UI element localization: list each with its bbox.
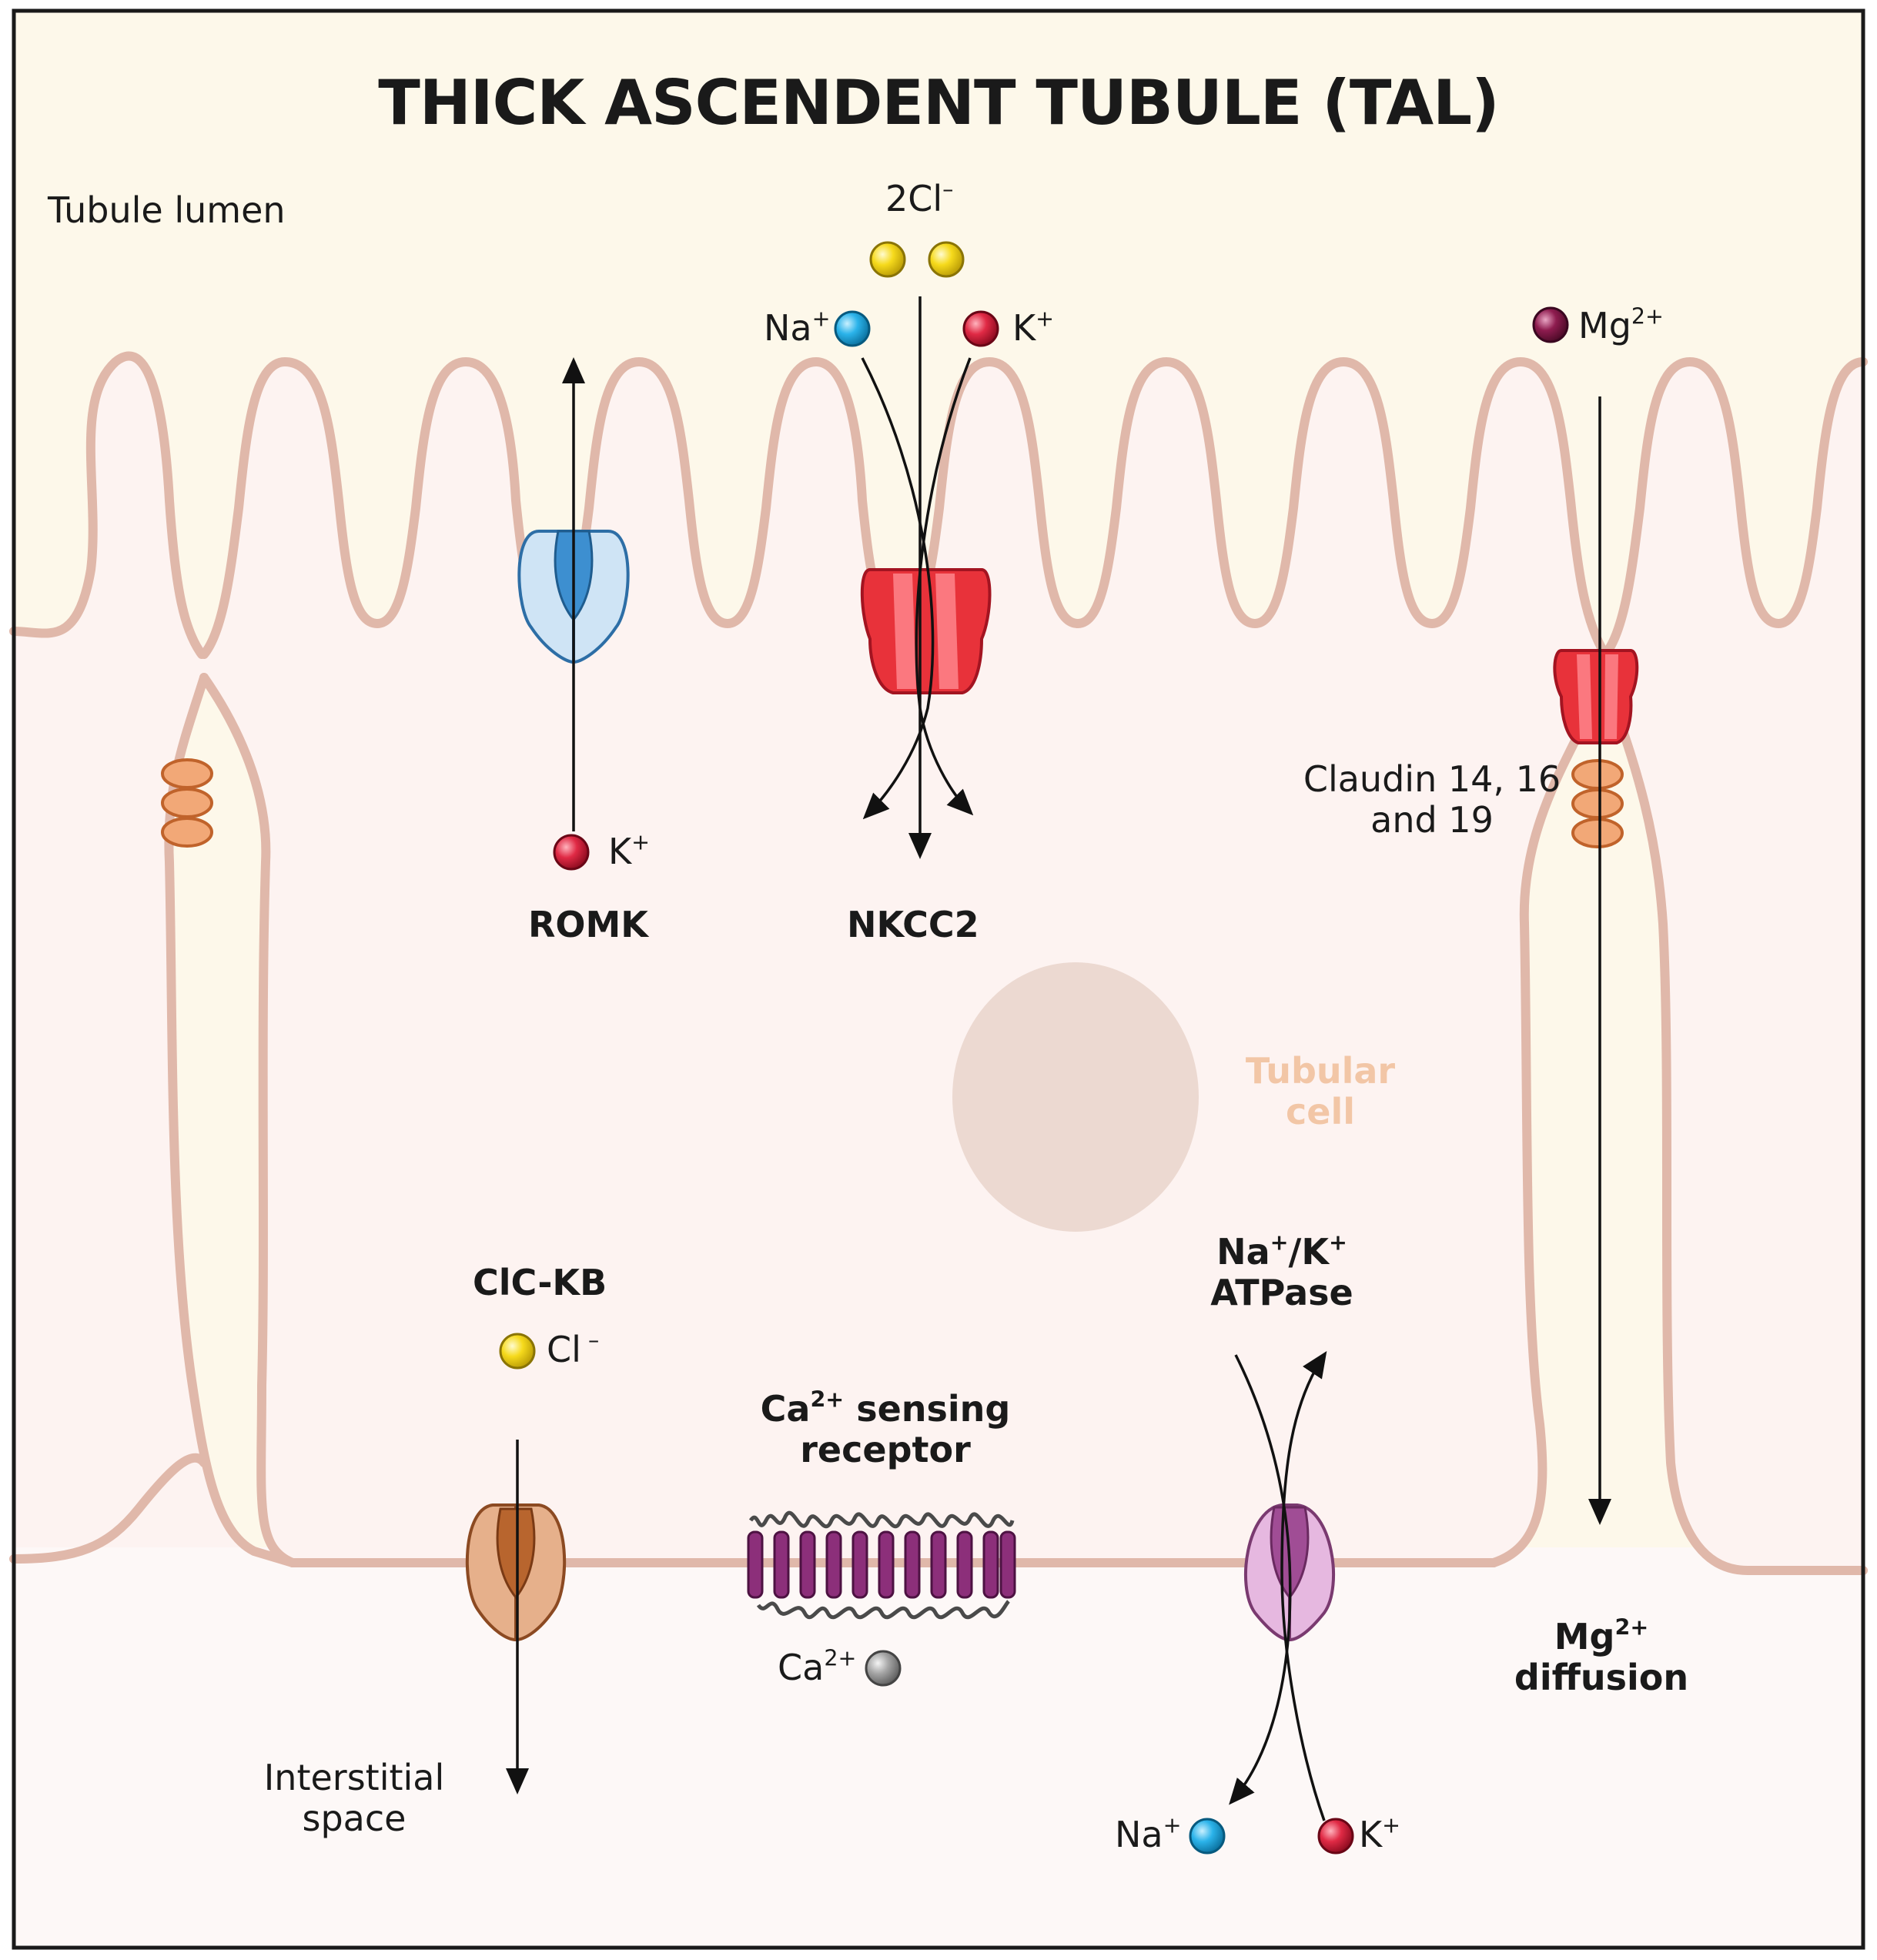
claudin-channel-icon: [1553, 649, 1639, 744]
interstitial-region: [14, 1547, 1863, 1946]
atpase-k-arrow: [1280, 1351, 1327, 1821]
claudin-junction-icon: [1571, 759, 1624, 848]
nucleus-icon: [952, 962, 1199, 1232]
tight-junction-icon: [161, 758, 213, 848]
mg-ion-icon: [1532, 306, 1569, 343]
tubular-cell-body-main: [204, 362, 1605, 1563]
k-ion-icon: [1317, 1818, 1354, 1855]
ca-ion-icon: [865, 1650, 902, 1687]
cl-ion-icon: [499, 1333, 536, 1370]
tubular-cell-body: [14, 356, 254, 1547]
cl-ion-icon: [869, 241, 906, 278]
cl-ion-icon: [928, 241, 965, 278]
lateral-membrane-right-b: [1601, 673, 1868, 1575]
k-ion-icon: [962, 310, 999, 347]
nkcc2-k-arrow: [915, 357, 974, 816]
na-ion-icon: [1189, 1818, 1226, 1855]
apical-membrane-right: [1601, 357, 1868, 659]
lateral-membrane-right-a: [1489, 673, 1610, 1567]
nkcc2-cotransporter-icon: [860, 568, 992, 694]
apical-membrane-left: [9, 351, 206, 659]
atpase-na-arrow: [1229, 1354, 1292, 1805]
k-ion-icon: [553, 834, 590, 871]
figure-frame: [12, 8, 1865, 1950]
romk-channel-icon: [517, 530, 630, 664]
na-ion-icon: [834, 310, 871, 347]
clckb-channel-icon: [465, 1503, 567, 1642]
lateral-membrane-left-b: [199, 673, 297, 1567]
nkcc2-na-arrow: [861, 357, 935, 820]
casr-receptor-icon: [747, 1510, 1016, 1620]
